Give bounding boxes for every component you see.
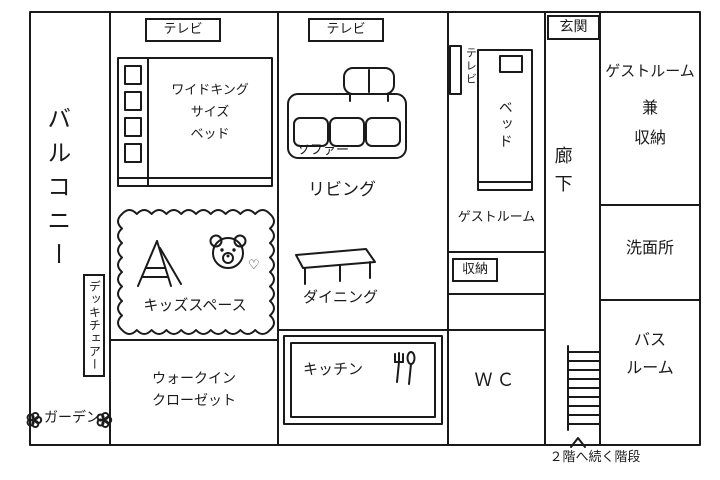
walk-in-closet-line: ウォークイン: [152, 371, 236, 387]
guest-room-label: ゲストルーム: [457, 210, 536, 225]
guest-storage-room-line: 兼: [641, 98, 658, 117]
deck-chair-label: デッキチェアー: [83, 274, 106, 377]
kitchen-label: キッチン: [303, 360, 364, 378]
guest-storage-room-line: 収納: [633, 128, 666, 147]
garden-label: ガーデン: [44, 410, 100, 426]
master-bed-line: サイズ: [190, 105, 230, 121]
bedroom-tv-label: テレビ: [145, 18, 221, 42]
dining-label: ダイニング: [303, 288, 379, 306]
washroom-label: 洗面所: [625, 238, 674, 257]
stairs: [567, 345, 601, 431]
flower-icon: [26, 412, 43, 428]
master-bed-label: ワイドキング サイズ ベッド: [150, 80, 270, 146]
master-bed-line: ベッド: [190, 127, 230, 143]
guest-tv: [449, 45, 462, 95]
bathroom-line: バス: [633, 330, 666, 349]
walk-in-closet-line: クローゼット: [152, 393, 236, 410]
sofa: [287, 67, 407, 159]
heart-icon: ♡: [248, 258, 260, 273]
sofa-label: ソファー: [297, 143, 350, 158]
storage-label: 収納: [452, 258, 499, 282]
guest-tv-label: テレビ: [464, 47, 478, 86]
kids-rug: [117, 209, 275, 335]
walls: [29, 11, 701, 446]
master-bed-line: ワイドキング: [171, 83, 249, 98]
kitchen-counter: [283, 335, 443, 425]
entrance-label: 玄関: [547, 15, 600, 40]
dining-table: [295, 248, 376, 285]
teddy-bear-icon: [209, 234, 247, 269]
stairs-arrow-icon: [570, 437, 586, 448]
utensils-icon: [394, 351, 416, 385]
master-bed: [117, 57, 273, 187]
hallway-label: 廊下: [551, 146, 573, 202]
living-tv-label: テレビ: [308, 18, 384, 42]
guest-bed-label: ベッド: [496, 100, 513, 151]
guest-storage-room-line: ゲストルーム: [605, 62, 695, 80]
wc-label: ＷＣ: [474, 370, 519, 391]
kids-space-label: キッズスペース: [143, 296, 247, 314]
living-label: リビング: [308, 180, 376, 200]
stairs-caption: ２階へ続く階段: [549, 450, 641, 465]
bathroom-line: ルーム: [626, 358, 674, 377]
slide-icon: [137, 240, 182, 287]
walk-in-closet-label: ウォークイン クローゼット: [110, 368, 278, 413]
flower-icon: [96, 412, 113, 428]
guest-bed: [477, 49, 533, 191]
balcony-label: バルコニー: [42, 106, 71, 276]
